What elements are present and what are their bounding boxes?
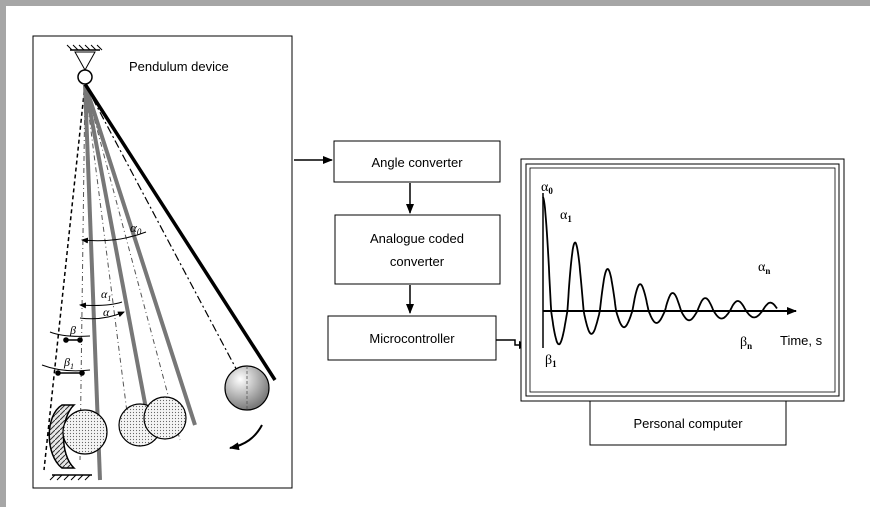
alpha1-label: α1 [101, 287, 111, 303]
plot-betan-label: βn [740, 335, 752, 351]
impact-anvil [48, 404, 92, 481]
alpha1-arc [79, 301, 123, 309]
alpha-label: α [103, 305, 110, 319]
pendulum-rod-4 [83, 83, 277, 381]
beta-marker [49, 331, 91, 343]
microcontroller-block: Microcontroller [327, 315, 497, 361]
pendulum-device-panel: Pendulum device [32, 35, 293, 489]
microcontroller-label: Microcontroller [369, 331, 455, 346]
personal-computer-base: Personal computer [589, 400, 787, 446]
beta1-marker [41, 364, 91, 376]
pendulum-device-label: Pendulum device [129, 59, 229, 74]
alpha-arc [79, 311, 125, 320]
dash-dot-line-1 [79, 83, 86, 461]
alpha0-arc [81, 231, 147, 244]
oscillogram-plot: α0 α1 αn β1 βn Time, s [541, 180, 823, 369]
ball-position-2 [143, 396, 187, 440]
personal-computer-monitor [520, 158, 845, 402]
dash-dot-line-4 [84, 83, 251, 396]
dash-dot-line-2 [84, 83, 129, 421]
plot-alpha0-label: α0 [541, 180, 553, 196]
plot-alpha1-label: α1 [560, 208, 572, 224]
angle-converter-label: Angle converter [371, 155, 463, 170]
reference-dashed-line [43, 83, 86, 471]
plot-alphan-label: αn [758, 260, 770, 276]
damped-oscillation-curve [542, 196, 778, 346]
angle-converter-block: Angle converter [333, 140, 501, 183]
top-border [0, 0, 870, 6]
time-axis-label: Time, s [780, 333, 823, 348]
analogue-coded-converter-block: Analogue coded converter [334, 214, 501, 285]
ball-at-rest [62, 409, 108, 455]
dash-dot-line-3 [84, 83, 181, 441]
plot-beta1-label: β1 [545, 353, 557, 369]
beta1-label: β1 [63, 355, 74, 371]
analogue-converter-line1: Analogue coded [370, 231, 464, 246]
swing-direction-arrow [229, 424, 263, 451]
pendulum-rod-2 [83, 83, 152, 431]
left-border [0, 0, 6, 507]
analogue-converter-line2: converter [390, 254, 445, 269]
pendulum-rod-3 [83, 83, 197, 426]
personal-computer-label: Personal computer [633, 416, 743, 431]
alpha0-label: α0 [130, 220, 142, 237]
beta-label: β [69, 323, 76, 337]
